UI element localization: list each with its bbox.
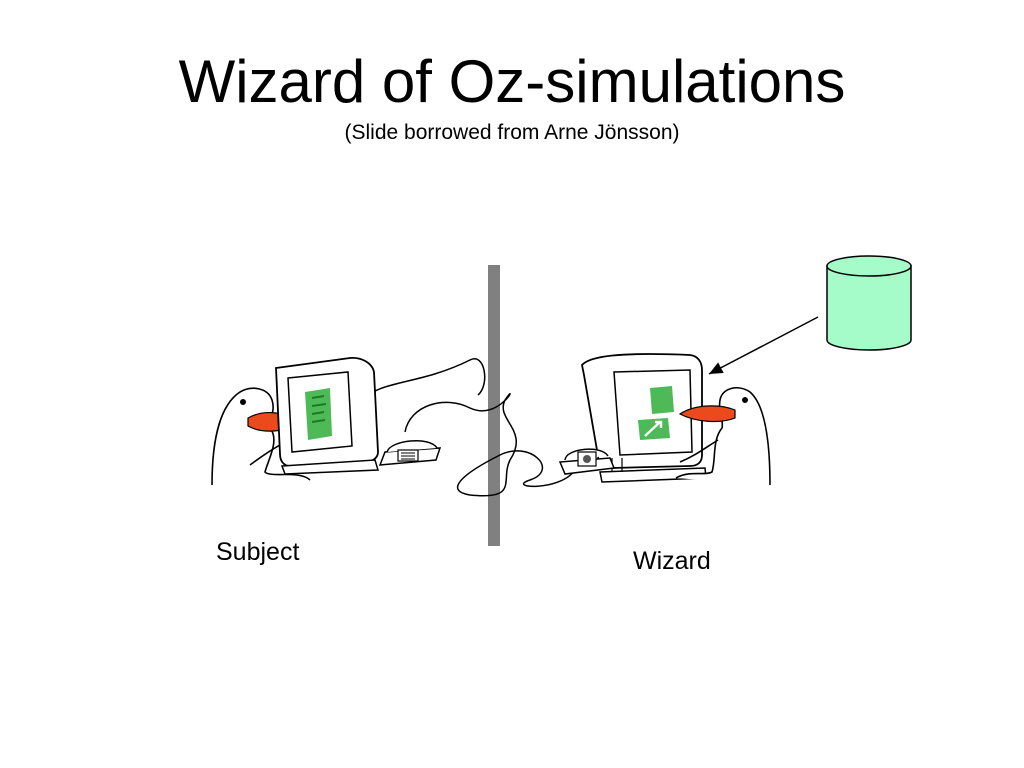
cable bbox=[362, 358, 486, 401]
database-cylinder-icon bbox=[826, 255, 912, 351]
slide-title: Wizard of Oz-simulations bbox=[178, 48, 846, 115]
wizard-bird-eye bbox=[742, 397, 748, 403]
wizard-bird-beak bbox=[678, 405, 736, 423]
slide-subtitle: (Slide borrowed from Arne Jönsson) bbox=[344, 121, 680, 144]
subject-bird-body bbox=[211, 387, 311, 486]
wizard-cursor-icon bbox=[644, 420, 663, 437]
subject-telephone bbox=[378, 440, 442, 466]
wizard-figure bbox=[675, 387, 771, 486]
wizard-label: Wizard bbox=[633, 547, 711, 575]
subject-screen-content bbox=[305, 388, 332, 440]
telephone-cord bbox=[404, 393, 576, 497]
wizard-telephone bbox=[558, 448, 616, 475]
divider-wall bbox=[488, 265, 500, 546]
subject-bird-eye bbox=[240, 399, 246, 405]
subject-computer bbox=[275, 357, 379, 475]
wizard-screen-content-top bbox=[650, 386, 674, 414]
subject-label: Subject bbox=[216, 538, 300, 566]
database-arrow bbox=[708, 316, 819, 375]
wizard-computer bbox=[581, 353, 707, 483]
